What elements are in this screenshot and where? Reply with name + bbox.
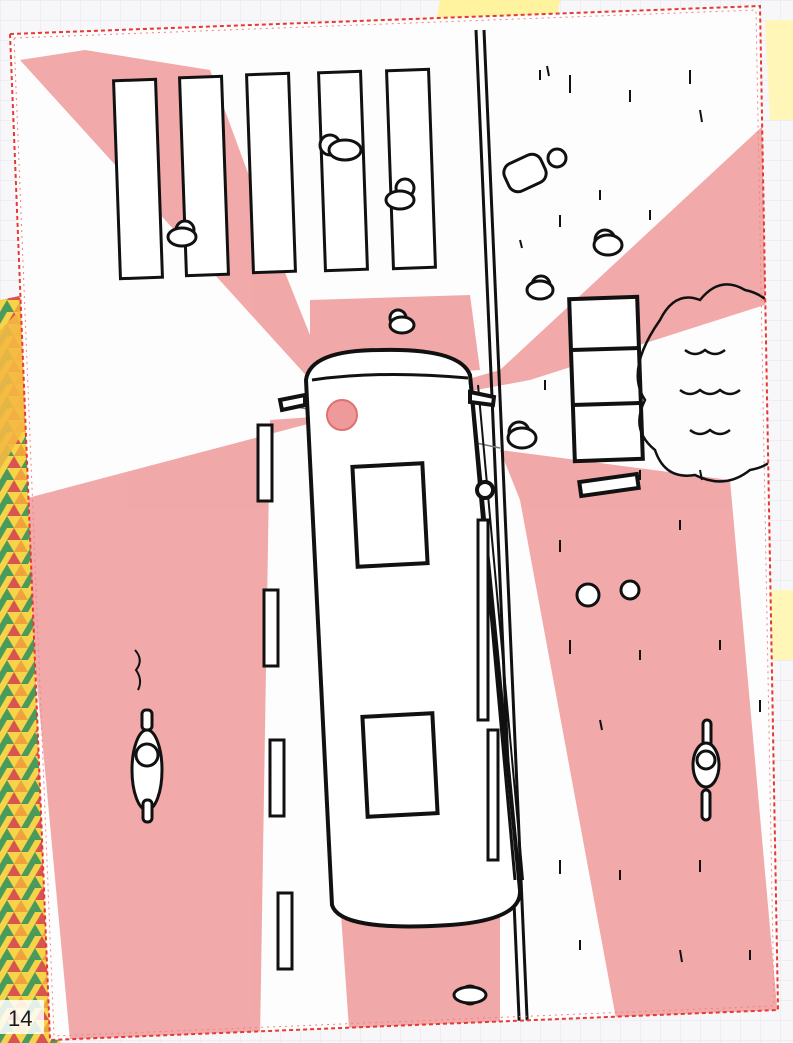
page-number: 14 bbox=[8, 1006, 33, 1031]
pedestrian-near-bus bbox=[506, 420, 538, 450]
bicycle bbox=[691, 718, 721, 822]
stroller-pedestrian bbox=[502, 147, 568, 194]
bush bbox=[636, 283, 778, 483]
pedestrian-crosswalk-2 bbox=[384, 177, 416, 211]
pedestrians-pair bbox=[575, 579, 641, 608]
pedestrian-sidewalk-1 bbox=[525, 274, 555, 301]
pedestrian-front-of-bus bbox=[388, 308, 416, 335]
pedestrian-behind-bus bbox=[452, 984, 488, 1006]
grass-tufts bbox=[519, 65, 761, 963]
pedestrians bbox=[166, 133, 641, 1006]
pedestrian-crosswalk-3 bbox=[166, 219, 198, 248]
pedestrian-sidewalk-2 bbox=[592, 228, 624, 257]
blind-spot-zones bbox=[20, 50, 778, 1040]
motorcycle bbox=[130, 649, 164, 824]
pedestrian-crosswalk-1 bbox=[318, 133, 363, 162]
bus-shelter bbox=[567, 294, 645, 499]
lane-markings bbox=[256, 423, 294, 971]
bus-top-view bbox=[277, 347, 524, 929]
yellow-tape-right bbox=[765, 20, 793, 120]
crosswalk bbox=[112, 67, 437, 281]
card-zigzag-border bbox=[8, 4, 780, 1042]
page-number-tag bbox=[0, 1000, 44, 1034]
driver-position-marker bbox=[326, 399, 358, 431]
